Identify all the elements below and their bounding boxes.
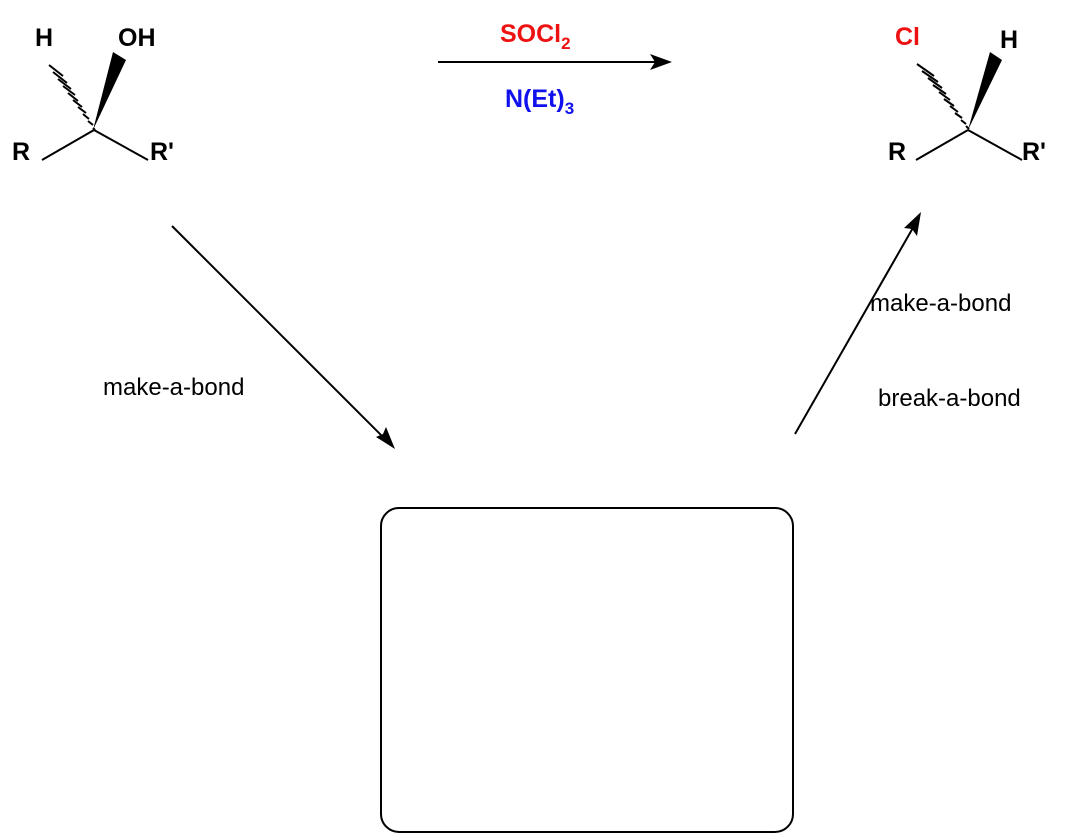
atom-h: H [1000, 26, 1018, 54]
reagent-below-main: N(Et) [505, 85, 565, 113]
reaction-arrow [438, 54, 672, 70]
product: Cl H R R' [888, 23, 1046, 166]
solid-wedge-bond [93, 52, 126, 130]
atom-h: H [35, 24, 53, 52]
arrow-head [376, 427, 395, 449]
mechanism-arrow-down [171, 225, 395, 449]
solid-wedge-bond [968, 52, 1002, 130]
hashed-wedge-bond [48, 64, 96, 131]
step-label-break-a-bond: break-a-bond [878, 385, 1021, 412]
atom-r: R [12, 138, 30, 166]
intermediate-answer-box[interactable] [380, 507, 794, 833]
starting-material: H OH R R' [12, 24, 174, 166]
reagent-below-subscript: 3 [565, 99, 574, 118]
hashed-wedge-bond [916, 63, 970, 130]
reagent-above-main: SOCl [500, 20, 561, 48]
atom-r: R [888, 138, 906, 166]
reagent-above-arrow: SOCl2 [500, 20, 571, 53]
bond-to-r-prime [93, 129, 149, 161]
mechanism-arrow-up [794, 212, 921, 435]
bond-to-r [41, 129, 95, 161]
step-label-make-a-bond-left: make-a-bond [103, 374, 244, 401]
reagent-above-subscript: 2 [561, 34, 570, 53]
atom-r-prime: R' [150, 138, 174, 166]
reagent-below-arrow: N(Et)3 [505, 85, 574, 118]
bond-to-r [915, 129, 969, 161]
atom-r-prime: R' [1022, 138, 1046, 166]
arrow-head [904, 212, 921, 236]
step-label-make-a-bond-right: make-a-bond [870, 290, 1011, 317]
bond-to-r-prime [967, 129, 1023, 161]
atom-cl: Cl [895, 23, 920, 51]
atom-oh: OH [118, 24, 156, 52]
arrow-head [650, 54, 672, 70]
